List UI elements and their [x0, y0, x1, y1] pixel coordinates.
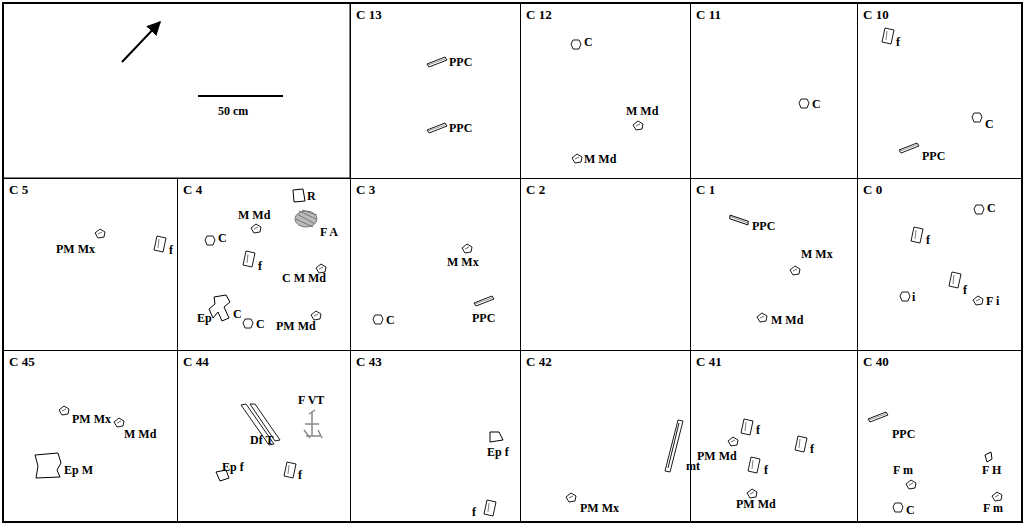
find-label: C: [218, 232, 227, 244]
scale-label: 50 cm: [218, 105, 248, 117]
square-label: C 43: [356, 354, 382, 370]
find-label: Ep f: [487, 446, 509, 458]
find-label: M Mx: [447, 256, 479, 268]
find-label: F VT: [298, 394, 324, 406]
square-label: C 10: [863, 7, 889, 23]
find-label: PPC: [449, 122, 472, 134]
find-label: f: [258, 260, 262, 272]
find-label: M Md: [584, 153, 616, 165]
square-label: C 40: [863, 354, 889, 370]
find-label: PM Md: [736, 498, 776, 510]
find-label: i: [912, 291, 915, 303]
grid-square: C 5: [3, 178, 178, 351]
grid-square: C 11: [690, 3, 858, 179]
square-label: C 44: [183, 354, 209, 370]
find-label: C M Md: [282, 272, 326, 284]
find-label: F A: [320, 226, 338, 238]
find-label: Df T: [250, 434, 273, 446]
find-label: C: [386, 314, 395, 326]
find-label: C: [985, 118, 994, 130]
find-label: C: [987, 202, 996, 214]
find-label: F H: [982, 464, 1001, 476]
find-label: PPC: [449, 56, 472, 68]
find-label: C: [812, 98, 821, 110]
find-label: M Md: [124, 428, 156, 440]
find-label: C: [906, 504, 915, 516]
square-label: C 13: [356, 7, 382, 23]
square-label: C 12: [526, 7, 552, 23]
find-label: C: [233, 308, 242, 320]
find-label: PM Md: [697, 450, 737, 462]
find-label: C: [256, 318, 265, 330]
square-label: C 0: [863, 182, 882, 198]
square-label: C 41: [696, 354, 722, 370]
grid-square: C 2: [520, 178, 691, 351]
find-label: Ep: [197, 312, 212, 324]
find-label: Ep f: [222, 461, 244, 473]
square-label: C 42: [526, 354, 552, 370]
find-label: f: [472, 506, 476, 518]
grid-square: C 42: [520, 350, 691, 523]
find-label: f: [169, 244, 173, 256]
grid-square: C 0: [857, 178, 1023, 351]
find-label: PPC: [892, 428, 915, 440]
square-label: C 1: [696, 182, 715, 198]
grid-square: C 43: [350, 350, 521, 523]
find-label: f: [926, 234, 930, 246]
find-label: M Mx: [801, 248, 833, 260]
find-label: f: [963, 284, 967, 296]
find-label: C: [584, 36, 593, 48]
square-label: C 45: [9, 354, 35, 370]
find-label: f: [756, 424, 760, 436]
square-label: C 5: [9, 182, 28, 198]
find-label: PM Mx: [56, 243, 95, 255]
find-label: PPC: [922, 150, 945, 162]
find-label: R: [307, 190, 316, 202]
find-label: M Md: [626, 105, 658, 117]
find-label: F m: [983, 502, 1003, 514]
square-label: C 11: [696, 7, 721, 23]
find-label: M Md: [238, 209, 270, 221]
find-label: PPC: [752, 220, 775, 232]
square-label: C 3: [356, 182, 375, 198]
find-label: PM Mx: [580, 502, 619, 514]
find-label: F m: [893, 464, 913, 476]
find-label: f: [810, 443, 814, 455]
find-label: f: [764, 464, 768, 476]
find-label: PM Mx: [72, 413, 111, 425]
find-label: F i: [986, 295, 999, 307]
find-label: f: [298, 469, 302, 481]
find-label: M Md: [771, 314, 803, 326]
find-label: Ep M: [64, 464, 93, 476]
find-label: f: [896, 36, 900, 48]
find-label: PPC: [472, 312, 495, 324]
square-label: C 4: [183, 182, 202, 198]
grid-square: C 3: [350, 178, 521, 351]
grid-square: C 13: [350, 3, 521, 179]
square-label: C 2: [526, 182, 545, 198]
find-label: PM Md: [276, 320, 316, 332]
grid-square: C 40: [857, 350, 1023, 523]
